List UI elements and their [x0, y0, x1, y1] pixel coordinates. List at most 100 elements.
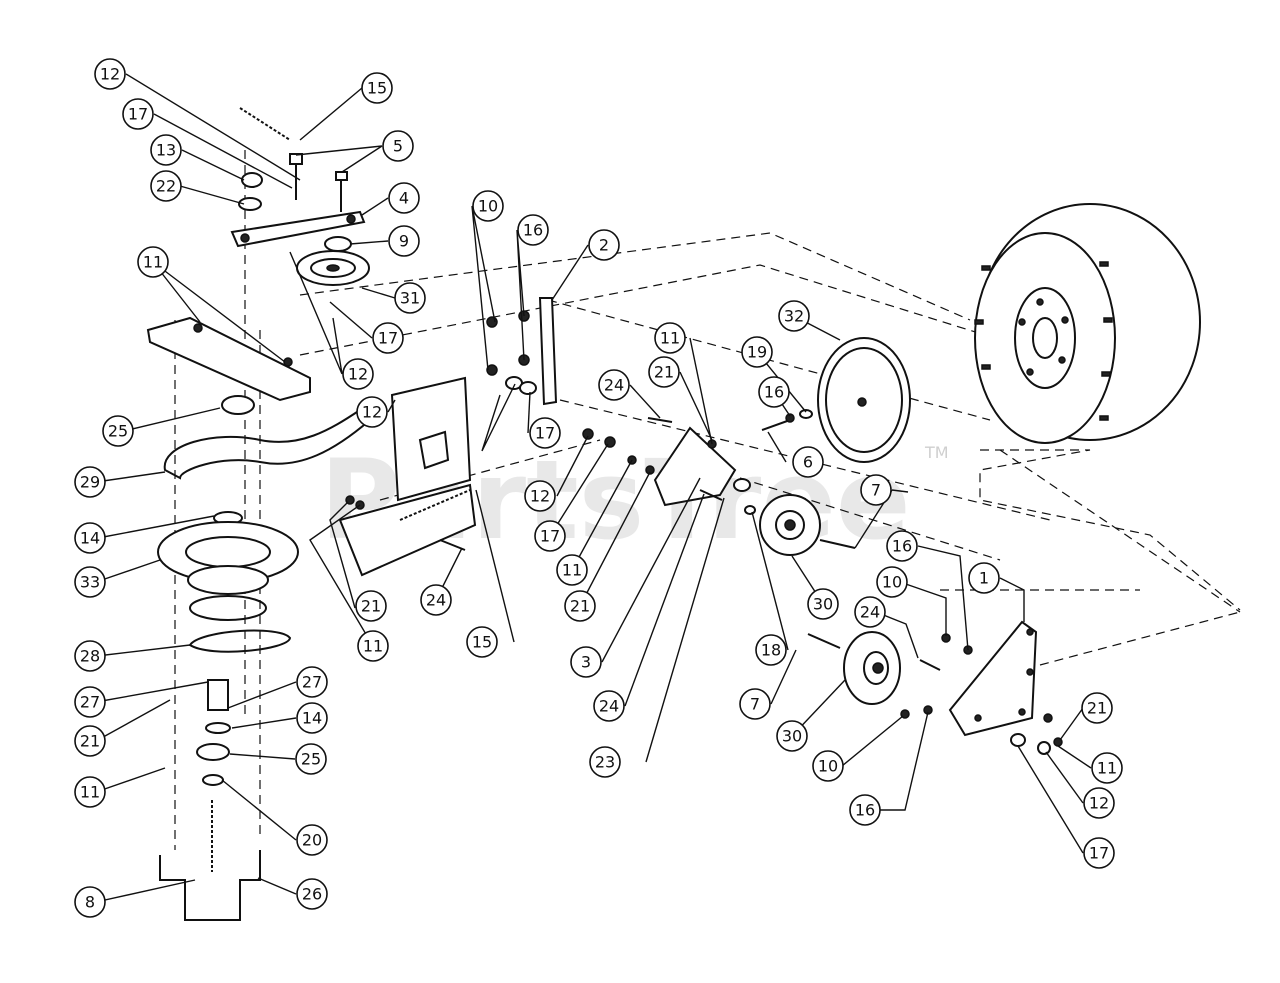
- callout: 10: [812, 750, 844, 782]
- callout: 18: [755, 634, 787, 666]
- callout: 13: [150, 134, 182, 166]
- svg-text:12: 12: [348, 365, 368, 384]
- svg-text:11: 11: [1097, 759, 1117, 778]
- callout: 9: [388, 225, 420, 257]
- callout: 21: [1081, 692, 1113, 724]
- callout: 24: [854, 596, 886, 628]
- callout: 17: [534, 520, 566, 552]
- svg-text:17: 17: [1089, 844, 1109, 863]
- callout: 32: [778, 300, 810, 332]
- callout: 1: [968, 562, 1000, 594]
- callout: 30: [776, 720, 808, 752]
- callout: 11: [1091, 752, 1123, 784]
- svg-text:11: 11: [562, 561, 582, 580]
- svg-text:3: 3: [581, 653, 591, 672]
- svg-text:16: 16: [764, 383, 784, 402]
- callout: 11: [556, 554, 588, 586]
- svg-text:12: 12: [100, 65, 120, 84]
- callout: 24: [593, 690, 625, 722]
- callout: 27: [74, 686, 106, 718]
- svg-text:25: 25: [301, 750, 321, 769]
- svg-text:27: 27: [302, 673, 322, 692]
- svg-text:17: 17: [540, 527, 560, 546]
- callout: 21: [355, 590, 387, 622]
- callout: 12: [1083, 787, 1115, 819]
- callout: 20: [296, 824, 328, 856]
- svg-text:24: 24: [426, 591, 446, 610]
- svg-text:25: 25: [108, 422, 128, 441]
- svg-text:11: 11: [80, 783, 100, 802]
- svg-text:8: 8: [85, 893, 95, 912]
- svg-text:26: 26: [302, 885, 322, 904]
- svg-text:12: 12: [530, 487, 550, 506]
- callout: 22: [150, 170, 182, 202]
- callout: 25: [102, 415, 134, 447]
- callout: 12: [356, 396, 388, 428]
- svg-text:1: 1: [979, 569, 989, 588]
- callout: 16: [849, 794, 881, 826]
- callout: 16: [517, 214, 549, 246]
- callout: 2: [588, 229, 620, 261]
- callout: 11: [137, 246, 169, 278]
- svg-text:30: 30: [813, 595, 833, 614]
- svg-text:27: 27: [80, 693, 100, 712]
- callout: 8: [74, 886, 106, 918]
- callout: 28: [74, 640, 106, 672]
- svg-text:11: 11: [143, 253, 163, 272]
- svg-text:11: 11: [660, 329, 680, 348]
- leader-lines: [95, 73, 1092, 903]
- svg-text:18: 18: [761, 641, 781, 660]
- svg-text:10: 10: [478, 197, 498, 216]
- callout: 27: [296, 666, 328, 698]
- callout: 19: [741, 336, 773, 368]
- svg-text:16: 16: [523, 221, 543, 240]
- svg-text:14: 14: [302, 709, 322, 728]
- svg-text:10: 10: [818, 757, 838, 776]
- svg-text:7: 7: [871, 481, 881, 500]
- svg-text:21: 21: [1087, 699, 1107, 718]
- callout: 25: [295, 743, 327, 775]
- svg-text:28: 28: [80, 647, 100, 666]
- callout: 24: [420, 584, 452, 616]
- callout: 6: [792, 446, 824, 478]
- callout: 7: [860, 474, 892, 506]
- svg-text:20: 20: [302, 831, 322, 850]
- callout: 21: [74, 725, 106, 757]
- callout: 11: [654, 322, 686, 354]
- callout: 4: [388, 182, 420, 214]
- svg-text:21: 21: [570, 597, 590, 616]
- svg-text:15: 15: [472, 633, 492, 652]
- callout: 7: [739, 688, 771, 720]
- callout: 17: [1083, 837, 1115, 869]
- svg-text:5: 5: [393, 137, 403, 156]
- callout: 23: [589, 746, 621, 778]
- svg-text:33: 33: [80, 573, 100, 592]
- parts-artwork: [146, 107, 1201, 921]
- callout: 26: [296, 878, 328, 910]
- svg-text:32: 32: [784, 307, 804, 326]
- svg-text:21: 21: [361, 597, 381, 616]
- callout: 21: [564, 590, 596, 622]
- svg-text:24: 24: [599, 697, 619, 716]
- svg-text:17: 17: [128, 105, 148, 124]
- svg-text:14: 14: [80, 529, 100, 548]
- svg-text:22: 22: [156, 177, 176, 196]
- callout: 17: [529, 417, 561, 449]
- svg-text:2: 2: [599, 236, 609, 255]
- callout: 16: [758, 376, 790, 408]
- callout: 30: [807, 588, 839, 620]
- callout: 33: [74, 566, 106, 598]
- callout: 24: [598, 369, 630, 401]
- callout: 12: [524, 480, 556, 512]
- svg-text:24: 24: [860, 603, 880, 622]
- svg-text:10: 10: [882, 573, 902, 592]
- svg-text:4: 4: [399, 189, 409, 208]
- callout: 12: [342, 358, 374, 390]
- callout: 11: [357, 630, 389, 662]
- callout: 16: [886, 530, 918, 562]
- svg-text:19: 19: [747, 343, 767, 362]
- svg-text:16: 16: [892, 537, 912, 556]
- callout: 10: [472, 190, 504, 222]
- callout: 3: [570, 646, 602, 678]
